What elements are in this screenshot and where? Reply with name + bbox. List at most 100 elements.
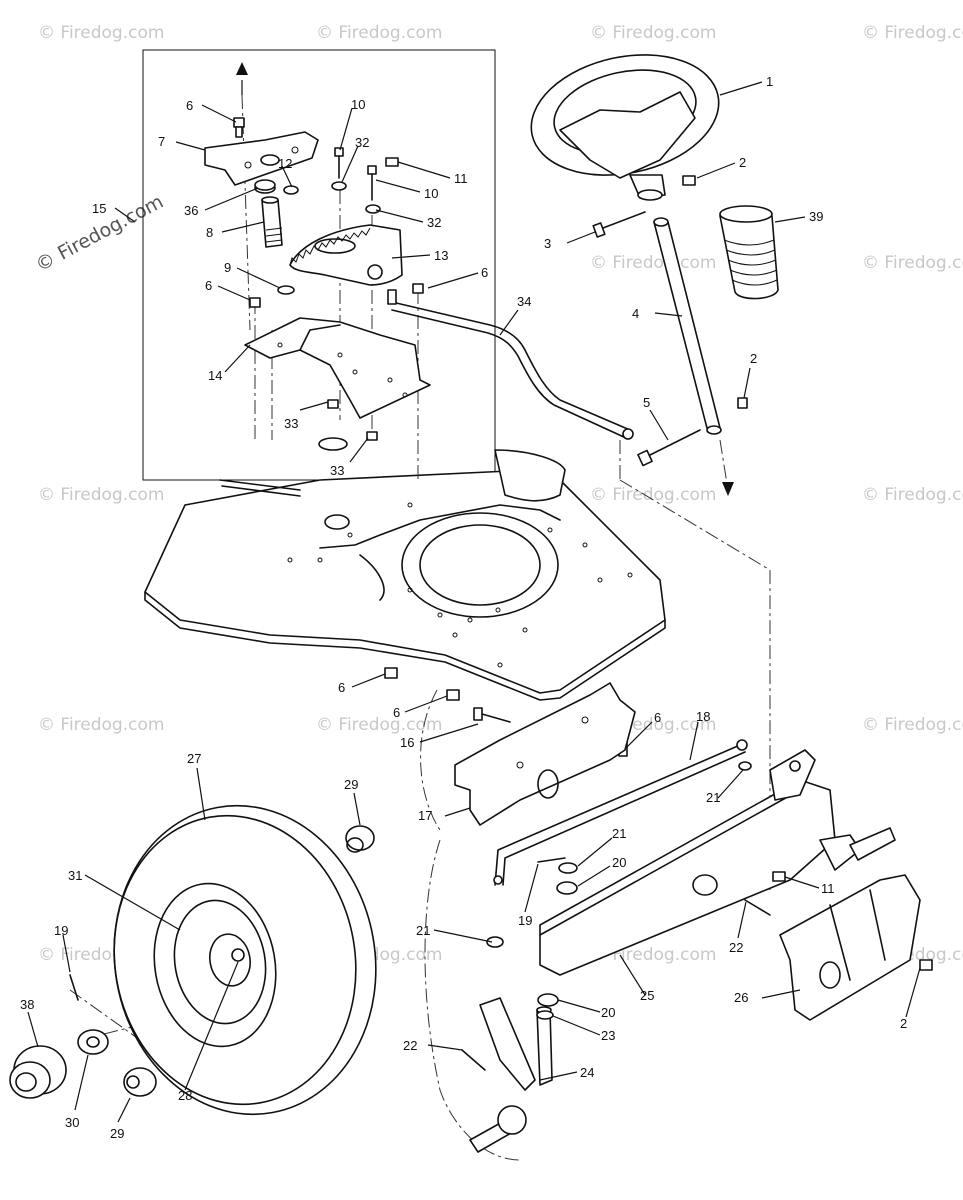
watermark: © Firedog.com (38, 485, 164, 505)
watermark: © Firedog.com (862, 715, 963, 735)
callout-29: 29 (344, 777, 358, 792)
bushing-36 (254, 179, 276, 194)
chassis-frame (144, 449, 666, 701)
callout-14: 14 (208, 368, 222, 383)
pin-22b (461, 1049, 486, 1071)
leader-lines (27, 81, 921, 1123)
callout-2: 2 (900, 1016, 907, 1031)
nut-6-mid-left (249, 297, 261, 308)
callout-15: 15 (92, 201, 106, 216)
cotter-19 (537, 857, 566, 863)
callout-11: 11 (821, 881, 835, 896)
callout-6: 6 (186, 98, 193, 113)
axle-cover (779, 874, 921, 1021)
callout-10: 10 (424, 186, 438, 201)
bolt-3 (592, 211, 646, 238)
steering-shaft (653, 217, 722, 435)
callout-28: 28 (178, 1088, 192, 1103)
nut-2-cover (919, 959, 933, 971)
washer-21a (738, 761, 752, 771)
watermark: © Firedog.com (862, 23, 963, 43)
watermark: © Firedog.com (590, 23, 716, 43)
dust-boot (719, 205, 779, 300)
pin-19-wheel (69, 974, 79, 1001)
watermark: © Firedog.com (316, 715, 442, 735)
watermark: © Firedog.com (590, 253, 716, 273)
callout-5: 5 (643, 395, 650, 410)
callout-11: 11 (454, 171, 468, 186)
callout-21: 21 (706, 790, 720, 805)
callout-24: 24 (580, 1065, 594, 1080)
wheel-bushing-29b (123, 1067, 157, 1097)
callout-22: 22 (403, 1038, 417, 1053)
callout-33: 33 (284, 416, 298, 431)
callout-30: 30 (65, 1115, 79, 1130)
callout-19: 19 (518, 913, 532, 928)
nut-2-shaft (737, 397, 748, 409)
axle-bracket (454, 682, 636, 826)
nut-2-wheel (682, 175, 696, 186)
watermark: © Firedog.com (38, 715, 164, 735)
pinion-shaft (261, 196, 283, 248)
callout-3: 3 (544, 236, 551, 251)
callout-labels: 1 2 3 4 2 5 6 7 12 10 32 11 10 32 36 8 1… (20, 74, 907, 1141)
callout-32: 32 (427, 215, 441, 230)
callout-6: 6 (338, 680, 345, 695)
callout-8: 8 (206, 225, 213, 240)
watermark: © Firedog.com (862, 253, 963, 273)
callout-7: 7 (158, 134, 165, 149)
nut-33a (327, 399, 339, 409)
washer-21c (486, 936, 504, 948)
callout-19: 19 (54, 923, 68, 938)
washer-9 (277, 285, 295, 295)
bolt-5 (637, 429, 701, 467)
callout-26: 26 (734, 990, 748, 1005)
washer-12 (283, 185, 299, 195)
washer-32b (365, 204, 381, 214)
callout-2: 2 (739, 155, 746, 170)
down-arrow-icon (722, 482, 734, 496)
callout-10: 10 (351, 97, 365, 112)
callout-9: 9 (224, 260, 231, 275)
drag-link (391, 301, 634, 440)
bolt-16 (473, 707, 511, 723)
tie-rod (493, 739, 748, 886)
callout-33: 33 (330, 463, 344, 478)
bolt-pin (387, 289, 397, 305)
nut-6-frame-b (446, 689, 460, 701)
callout-31: 31 (68, 868, 82, 883)
callout-6: 6 (393, 705, 400, 720)
callout-25: 25 (640, 988, 654, 1003)
washer-30 (77, 1029, 109, 1055)
watermark: © Firedog.com (316, 23, 442, 43)
callout-18: 18 (696, 709, 710, 724)
up-arrow-icon (236, 62, 248, 95)
washer-21b (558, 862, 578, 874)
watermark: © Firedog.com (590, 485, 716, 505)
callout-17: 17 (418, 808, 432, 823)
watermark: © Firedog.com (862, 485, 963, 505)
pin-22a (744, 899, 771, 916)
callout-1: 1 (766, 74, 773, 89)
nut-6-frame-a (384, 667, 398, 679)
wheel-bushing-29a (345, 825, 375, 853)
callout-23: 23 (601, 1028, 615, 1043)
hub-cap-38 (9, 1045, 67, 1099)
callout-6: 6 (481, 265, 488, 280)
steering-wheel (530, 54, 720, 201)
callout-12: 12 (278, 156, 292, 171)
nut-11-axle (772, 871, 786, 882)
callout-21: 21 (416, 923, 430, 938)
bolt-10a (334, 147, 344, 179)
callout-36: 36 (184, 203, 198, 218)
callout-32: 32 (355, 135, 369, 150)
front-axle (539, 749, 896, 976)
callout-20: 20 (612, 855, 626, 870)
callout-16: 16 (400, 735, 414, 750)
upper-bracket (204, 131, 319, 186)
callout-6: 6 (205, 278, 212, 293)
axle-small-parts (461, 761, 933, 1071)
callout-27: 27 (187, 751, 201, 766)
bolt-10b (367, 165, 377, 201)
washer-32a (331, 181, 347, 191)
